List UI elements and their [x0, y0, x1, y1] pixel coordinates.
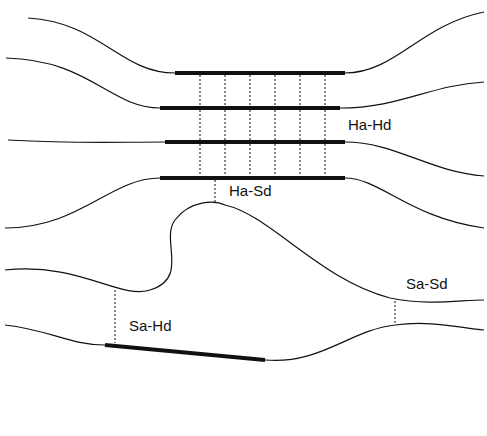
hard-segment: [165, 140, 345, 144]
hard-segment: [105, 345, 265, 360]
bond-label: Ha-Hd: [347, 117, 392, 133]
hydrogen-bonds: [115, 75, 395, 343]
chain: [8, 140, 484, 176]
bond-label: Sa-Sd: [405, 276, 449, 292]
hard-segment: [175, 71, 345, 75]
chain: [5, 323, 484, 360]
chain: [28, 12, 484, 73]
bond-label: Ha-Sd: [228, 183, 273, 199]
chain: [5, 178, 484, 228]
hard-segment: [160, 176, 345, 180]
hard-segments: [105, 73, 345, 360]
chain: [6, 58, 484, 108]
chain-lines: [5, 12, 484, 360]
hard-segment: [160, 106, 340, 110]
chain: [5, 202, 484, 302]
bond-label: Sa-Hd: [128, 318, 173, 334]
